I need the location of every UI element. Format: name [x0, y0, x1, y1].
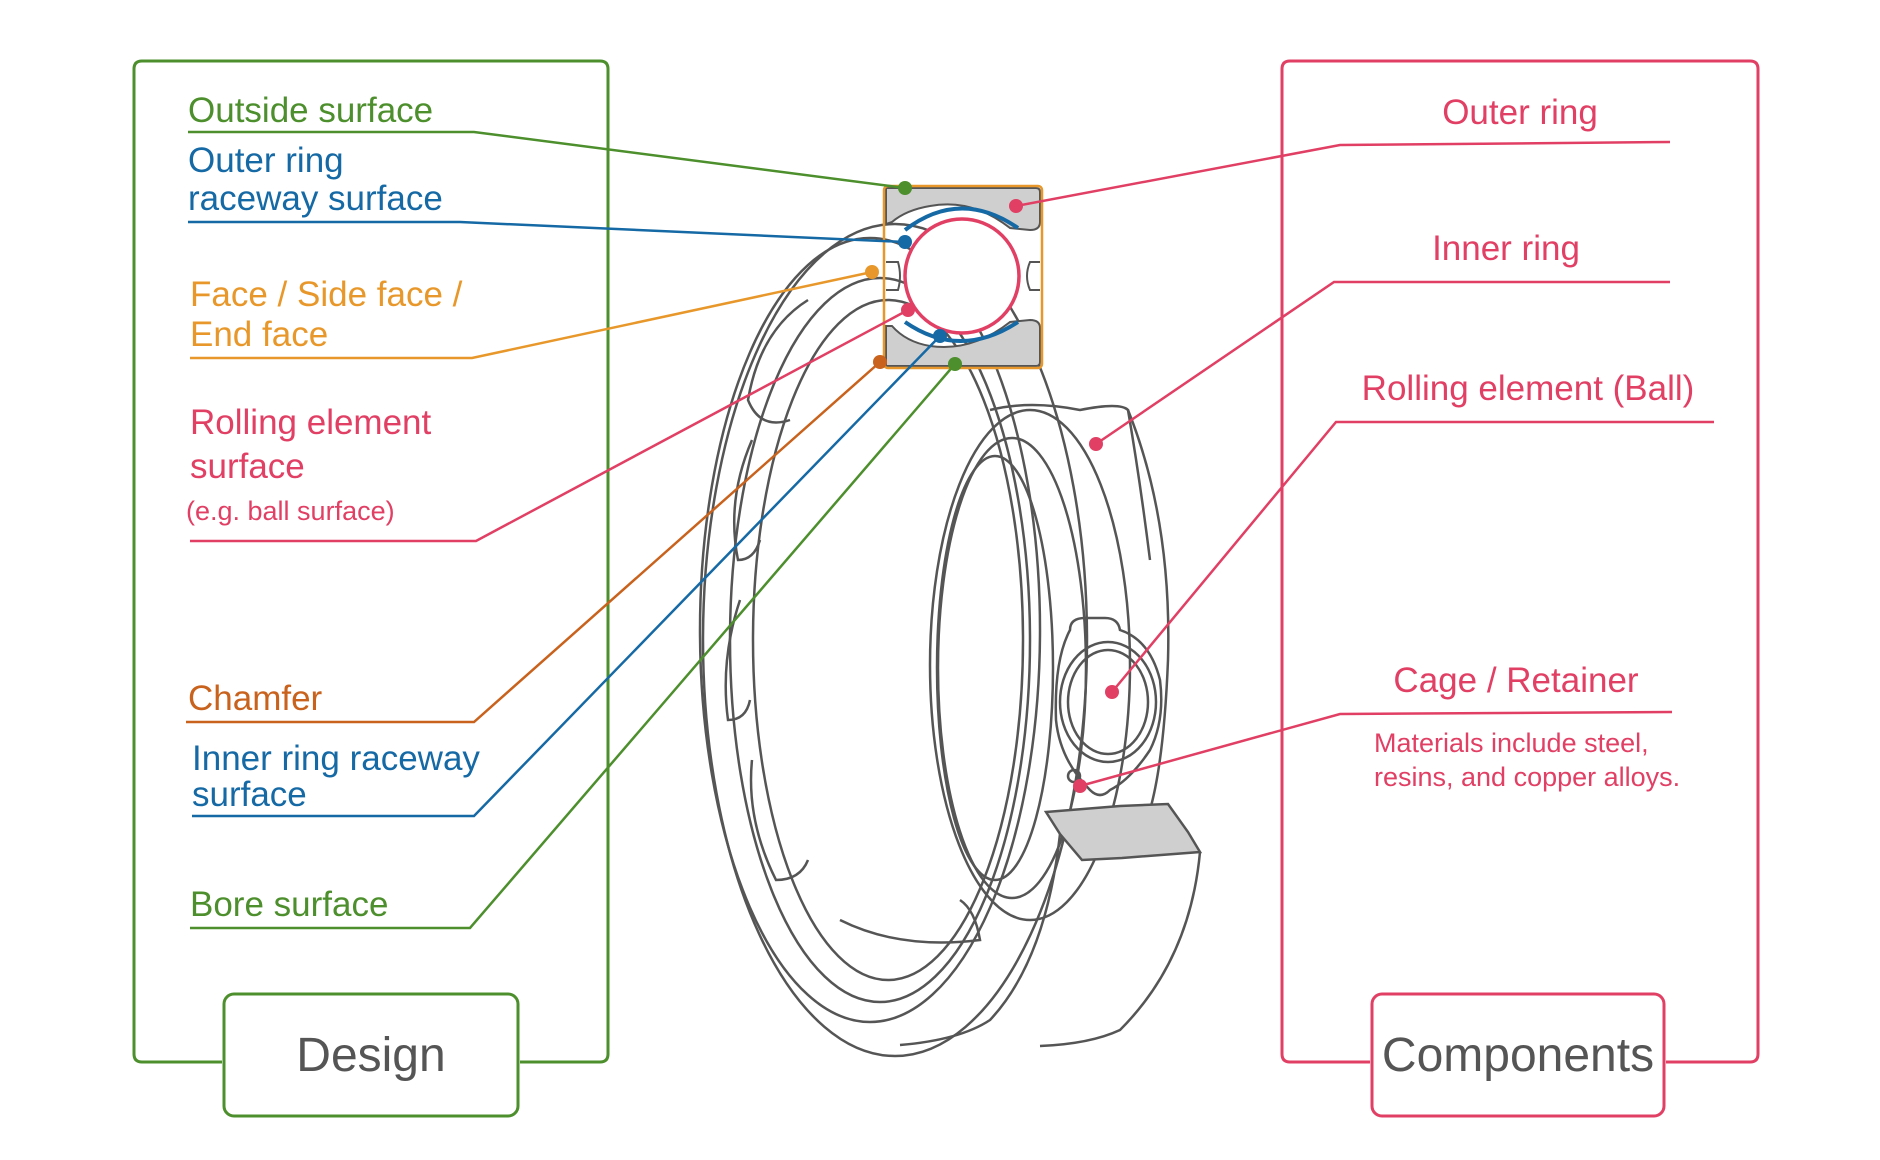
leader-outer-raceway	[188, 220, 906, 244]
leader-outer-ring	[1015, 140, 1671, 208]
label-outer-raceway-line1: Outer ring	[188, 141, 344, 180]
label-rolling-note: (e.g. ball surface)	[186, 496, 395, 526]
outer-raceway-highlight	[903, 206, 1020, 232]
design-title: Design	[296, 1029, 445, 1082]
leader-rolling-element	[1111, 420, 1714, 693]
outer-ring-cutaway-section	[1043, 802, 1203, 862]
leader-face	[190, 270, 873, 360]
label-outer-raceway-line2: raceway surface	[188, 179, 443, 218]
outer-ring-outer-edge	[701, 222, 1089, 1058]
ball-bottom	[839, 898, 982, 944]
label-rolling-line1: Rolling element	[190, 403, 432, 442]
component-leaders	[1015, 140, 1714, 788]
dot-rolling-element	[1105, 685, 1119, 699]
dot-inner-ring	[1089, 437, 1103, 451]
components-title: Components	[1382, 1029, 1654, 1082]
section-ball	[903, 217, 1021, 335]
design-dots	[865, 181, 962, 371]
components-panel-frame	[1280, 59, 1760, 1064]
label-cage-note-line1: Materials include steel,	[1374, 728, 1649, 758]
cage-rivet	[1066, 768, 1082, 784]
label-bore-surface: Bore surface	[190, 885, 388, 924]
design-panel: Design	[132, 59, 610, 1118]
dot-face	[865, 265, 879, 279]
inner-ring-side	[1126, 409, 1170, 811]
ball-left-2	[732, 439, 762, 562]
component-labels: Outer ring Inner ring Rolling element (B…	[1362, 93, 1695, 792]
design-panel-frame	[132, 59, 610, 1064]
leader-outside-surface	[188, 130, 906, 190]
cage-pocket	[1054, 616, 1163, 797]
components-panel: Components	[1280, 59, 1760, 1118]
ball-left-3	[724, 599, 752, 722]
label-inner-ring: Inner ring	[1432, 229, 1580, 268]
bearing-illustration	[698, 222, 1203, 1058]
label-rolling-line2: surface	[190, 447, 305, 486]
inner-ring-bore-back	[935, 454, 1055, 882]
visible-ball-highlight	[1066, 648, 1150, 756]
leader-bore-surface	[190, 363, 956, 930]
label-outside-surface: Outside surface	[188, 91, 433, 130]
component-dots	[1009, 199, 1119, 793]
dot-bore-surface	[948, 357, 962, 371]
inner-raceway-highlight	[903, 320, 1020, 343]
leader-rolling-surface	[190, 308, 909, 543]
dot-inner-raceway	[933, 329, 947, 343]
cross-section	[882, 184, 1044, 370]
label-chamfer: Chamfer	[188, 679, 323, 718]
section-face-outline	[882, 184, 1044, 370]
label-inner-raceway-line1: Inner ring raceway	[192, 739, 480, 778]
inner-ring-outer-edge	[928, 408, 1132, 922]
visible-ball	[1058, 640, 1158, 764]
ball-left-4	[749, 759, 810, 882]
components-title-box	[1370, 992, 1666, 1118]
label-rolling-element: Rolling element (Ball)	[1362, 369, 1695, 408]
dot-chamfer	[873, 355, 887, 369]
label-cage: Cage / Retainer	[1393, 661, 1638, 700]
outer-ring-cutaway-side	[1039, 851, 1202, 1048]
inner-ring-top-lip	[989, 403, 1152, 561]
outer-ring-cutaway-front	[899, 833, 1062, 1047]
label-inner-raceway-line2: surface	[192, 775, 307, 814]
dot-outside-surface	[898, 181, 912, 195]
leader-inner-ring	[1095, 280, 1670, 446]
label-outer-ring: Outer ring	[1442, 93, 1598, 132]
dot-cage	[1073, 779, 1087, 793]
leader-chamfer	[186, 361, 881, 724]
label-face-line2: End face	[190, 315, 328, 354]
design-labels: Outside surface Outer ring raceway surfa…	[186, 91, 480, 924]
outer-ring-raceway-edge	[751, 298, 1025, 982]
section-cage-right	[1026, 261, 1040, 291]
section-cage-left	[886, 261, 901, 291]
design-title-box	[222, 992, 520, 1118]
ball-left-1	[746, 298, 809, 424]
leader-cage	[1079, 710, 1673, 788]
dot-outer-ring	[1009, 199, 1023, 213]
dot-rolling-surface	[901, 303, 915, 317]
label-face-line1: Face / Side face /	[190, 275, 463, 314]
label-cage-note-line2: resins, and copper alloys.	[1374, 762, 1680, 792]
design-leaders	[186, 130, 956, 930]
outer-ring-outer-edge-back	[698, 236, 1042, 1024]
leader-inner-raceway	[192, 335, 941, 818]
dot-outer-raceway	[898, 235, 912, 249]
